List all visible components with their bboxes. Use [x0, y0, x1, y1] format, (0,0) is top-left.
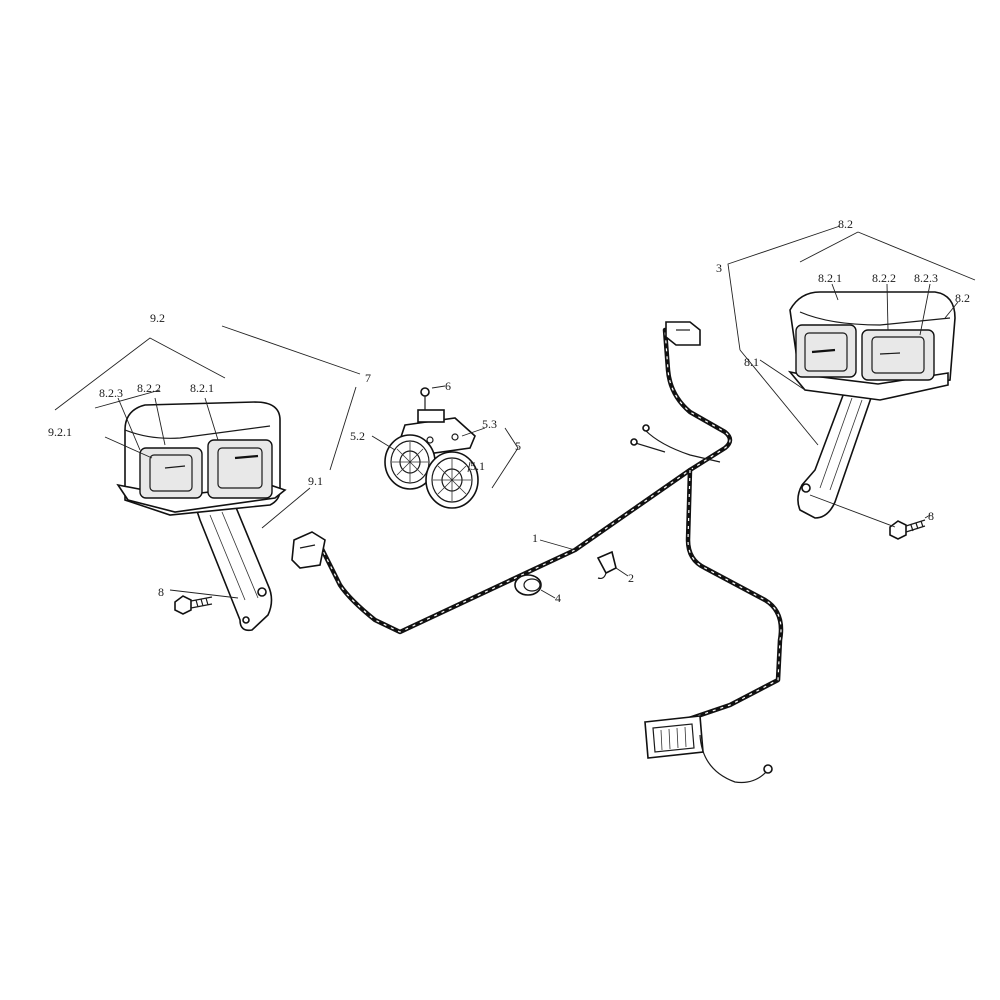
left-lamp-assembly	[116, 401, 287, 632]
horn-screw	[420, 387, 430, 410]
left-lamp-bracket	[193, 504, 273, 632]
callout-9-2-x: 8.2.1	[190, 381, 214, 395]
horn-assembly	[384, 387, 479, 509]
right-lamp-bracket	[797, 389, 874, 519]
horn-right	[425, 451, 479, 509]
callout-9-2-3: 8.2.3	[99, 386, 123, 400]
harness-leaders	[539, 539, 576, 551]
left-lamp-lens-1	[139, 447, 203, 499]
callout-8-2-right: 8.2	[955, 291, 970, 305]
harness-connector-top	[665, 321, 701, 346]
right-bolt	[889, 519, 926, 540]
callout-8-2-3: 8.2.3	[914, 271, 938, 285]
left-lamp-leaders	[54, 325, 361, 599]
callout-8-2: 8.2	[838, 217, 853, 231]
wiring-harness	[291, 321, 784, 784]
callout-6: 6	[445, 379, 451, 393]
left-lamp-lens-2	[207, 439, 273, 499]
horn-leaders	[371, 385, 519, 489]
harness-connector-left	[291, 531, 326, 569]
callout-1: 1	[532, 531, 538, 545]
callout-3: 3	[716, 261, 722, 275]
callout-2: 2	[628, 571, 634, 585]
callout-8-right: 8	[928, 509, 934, 523]
callout-8-left: 8	[158, 585, 164, 599]
grommet	[514, 574, 556, 599]
callout-5-1: 5.1	[470, 459, 485, 473]
callout-9-1: 9.1	[308, 474, 323, 488]
callout-4: 4	[555, 591, 561, 605]
callout-8-1: 8.1	[744, 355, 759, 369]
callout-9-2: 9.2	[150, 311, 165, 325]
right-lamp-leaders	[727, 225, 976, 528]
callout-5-3: 5.3	[482, 417, 497, 431]
callout-9-2-2: 8.2.2	[137, 381, 161, 395]
callout-8-2-2: 8.2.2	[872, 271, 896, 285]
callout-5: 5	[515, 439, 521, 453]
horn-left	[384, 434, 436, 490]
callout-7: 7	[365, 371, 371, 385]
callout-9-2-1: 9.2.1	[48, 425, 72, 439]
cable-clip	[596, 550, 629, 580]
left-bolt	[174, 595, 213, 615]
callout-8-2-1: 8.2.1	[818, 271, 842, 285]
callout-labels: 9.2 8.2.3 8.2.2 8.2.1 9.2.1 7 9.1 8 6 5.…	[48, 217, 970, 605]
callout-5-2: 5.2	[350, 429, 365, 443]
right-lamp-lens-2	[861, 329, 935, 381]
harness-main-connector	[644, 715, 704, 759]
right-lamp-assembly	[787, 291, 956, 540]
